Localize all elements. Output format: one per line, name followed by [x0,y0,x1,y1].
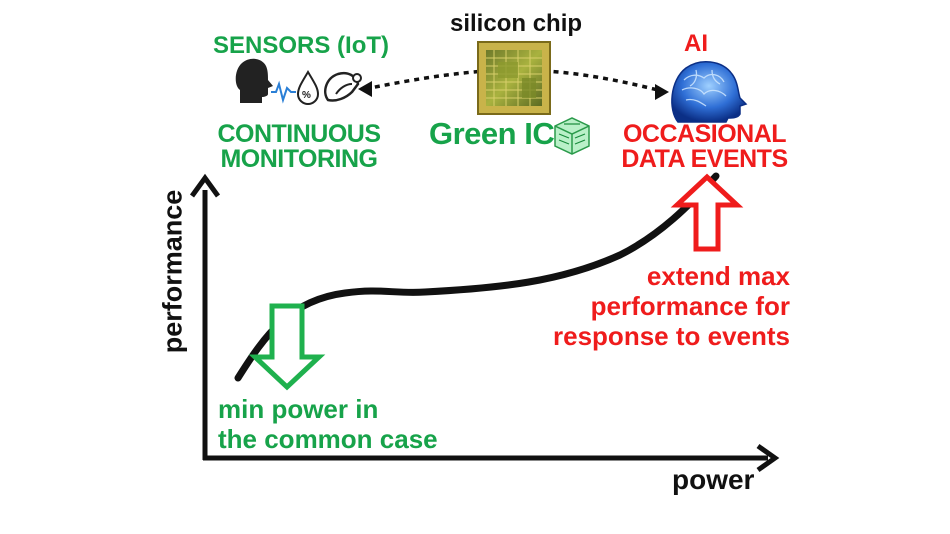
humidity-drop-icon: % [296,70,320,106]
max-performance-up-arrow [670,173,744,252]
min-power-label: min power in the common case [218,394,438,454]
dotted-arrow-right-head [655,84,669,100]
silicon-chip-image [477,41,551,115]
dotted-arrow-left-head [358,81,372,97]
ai-title: AI [684,30,708,57]
ai-brain-head-icon [671,61,748,123]
svg-text:%: % [302,90,311,101]
occasional-data-events-label: OCCASIONAL DATA EVENTS [621,120,788,173]
y-axis-arrowhead [189,173,221,198]
x-axis-label: power [672,464,755,495]
green-ic-cube-icon [554,117,590,155]
extend-max-performance-label: extend max performance for response to e… [553,261,790,351]
continuous-monitoring-label: CONTINUOUS MONITORING [217,120,381,173]
min-power-down-arrow [248,303,326,391]
axes [189,173,780,473]
sensors-title: SENSORS (IoT) [213,32,390,59]
green-ic-label: Green IC [429,116,555,151]
x-axis-arrowhead [756,443,780,473]
heartbeat-wave-icon [271,80,296,104]
head-profile-icon [235,58,273,103]
blood-pressure-cuff-icon [324,71,362,102]
silicon-chip-title: silicon chip [450,10,583,37]
y-axis-label: performance [157,189,188,354]
